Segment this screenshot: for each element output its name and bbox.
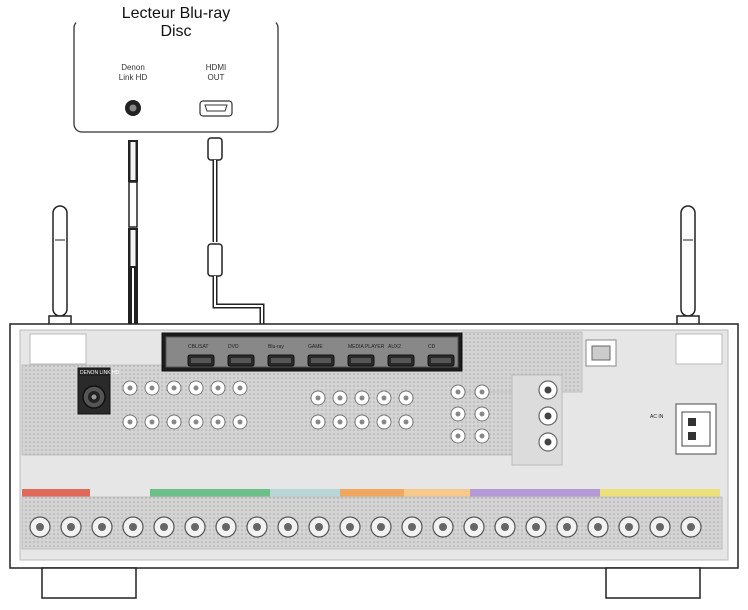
rca-jack-icon xyxy=(166,414,182,430)
denon-link-label-1: Denon xyxy=(121,63,145,72)
speaker-terminal-icon xyxy=(246,516,268,538)
rca-jack-icon xyxy=(538,406,558,426)
hdmi-cable xyxy=(207,137,265,368)
speaker-terminal-icon xyxy=(29,516,51,538)
rca-connectors-upper xyxy=(122,380,490,444)
hdmi-input-port-6 xyxy=(387,354,415,367)
rca-jack-icon xyxy=(354,390,370,406)
ac-in-label: AC IN xyxy=(650,414,664,420)
rca-jack-icon xyxy=(310,414,326,430)
speaker-terminal-icon xyxy=(463,516,485,538)
rca-jack-icon xyxy=(332,414,348,430)
hdmi-out-label-2: OUT xyxy=(207,73,225,82)
ethernet-port-icon xyxy=(585,339,617,367)
hdmi-input-port-7 xyxy=(427,354,455,367)
rca-jack-icon xyxy=(144,380,160,396)
speaker-terminals xyxy=(29,516,702,538)
rca-jack-icon xyxy=(538,432,558,452)
hdmi-input-port-2 xyxy=(227,354,255,367)
rca-jack-icon xyxy=(144,414,160,430)
speaker-terminal-icon xyxy=(618,516,640,538)
hdmi-input-port-5 xyxy=(347,354,375,367)
speaker-zone-color-bars xyxy=(22,489,720,497)
speaker-terminal-icon xyxy=(556,516,578,538)
rca-jack-icon xyxy=(310,390,326,406)
rca-jack-icon xyxy=(474,428,490,444)
speaker-terminal-icon xyxy=(308,516,330,538)
speaker-terminal-icon xyxy=(525,516,547,538)
rca-jack-icon xyxy=(450,406,466,422)
denon-link-label-2: Link HD xyxy=(118,73,148,82)
hdmi-input-label-3: Blu-ray xyxy=(268,344,284,350)
receiver-denon-link-label: DENON LINK HD xyxy=(80,370,120,376)
hdmi-input-label-1: CBL/SAT xyxy=(188,344,209,350)
speaker-terminal-icon xyxy=(215,516,237,538)
left-antenna-icon xyxy=(48,205,72,333)
right-foot xyxy=(605,567,701,599)
rca-jack-icon xyxy=(232,414,248,430)
player-title-line2: Disc xyxy=(160,23,192,40)
player-title-line1: Lecteur Blu-ray xyxy=(76,5,276,23)
speaker-terminal-icon xyxy=(184,516,206,538)
speaker-terminal-icon xyxy=(339,516,361,538)
hdmi-input-label-6: AUX2 xyxy=(388,344,402,350)
rca-jack-icon xyxy=(188,414,204,430)
hdmi-input-label-2: DVD xyxy=(228,344,239,350)
rca-jack-icon xyxy=(122,414,138,430)
speaker-terminal-icon xyxy=(432,516,454,538)
rca-jack-icon xyxy=(232,380,248,396)
hdmi-input-ports xyxy=(187,354,455,367)
rca-jack-icon xyxy=(376,390,392,406)
receiver-denon-link-port xyxy=(77,367,111,415)
speaker-terminal-icon xyxy=(680,516,702,538)
hdmi-input-port-1 xyxy=(187,354,215,367)
rca-jack-icon xyxy=(166,380,182,396)
rca-jack-icon xyxy=(398,390,414,406)
rca-jack-icon xyxy=(450,428,466,444)
hdmi-input-label-4: GAME xyxy=(308,344,323,350)
rca-jack-icon xyxy=(332,390,348,406)
hdmi-input-port-3 xyxy=(267,354,295,367)
speaker-terminal-icon xyxy=(60,516,82,538)
speaker-terminal-icon xyxy=(587,516,609,538)
speaker-terminal-icon xyxy=(122,516,144,538)
rca-jack-icon xyxy=(122,380,138,396)
speaker-terminal-icon xyxy=(401,516,423,538)
speaker-terminal-icon xyxy=(277,516,299,538)
ac-in-socket xyxy=(675,403,717,455)
right-antenna-icon xyxy=(676,205,700,333)
rca-jack-icon xyxy=(450,384,466,400)
rca-jack-icon xyxy=(210,414,226,430)
denon-link-jack-icon xyxy=(125,100,141,116)
rca-jack-icon xyxy=(398,414,414,430)
hdmi-input-label-7: CD xyxy=(428,344,436,350)
speaker-terminal-icon xyxy=(153,516,175,538)
speaker-terminal-icon xyxy=(370,516,392,538)
rca-jack-icon xyxy=(210,380,226,396)
hdmi-input-port-4 xyxy=(307,354,335,367)
hdmi-input-label-5: MEDIA PLAYER xyxy=(348,344,385,350)
rca-jack-icon xyxy=(538,380,558,400)
rca-jack-icon xyxy=(376,414,392,430)
rca-jack-icon xyxy=(474,406,490,422)
rca-connectors-right xyxy=(538,380,558,452)
hdmi-out-port-icon xyxy=(199,100,233,117)
speaker-terminal-icon xyxy=(649,516,671,538)
rca-jack-icon xyxy=(354,414,370,430)
rca-jack-icon xyxy=(188,380,204,396)
hdmi-out-label-1: HDMI xyxy=(205,63,227,72)
speaker-terminal-icon xyxy=(494,516,516,538)
speaker-terminal-icon xyxy=(91,516,113,538)
left-foot xyxy=(41,567,137,599)
rca-jack-icon xyxy=(474,384,490,400)
